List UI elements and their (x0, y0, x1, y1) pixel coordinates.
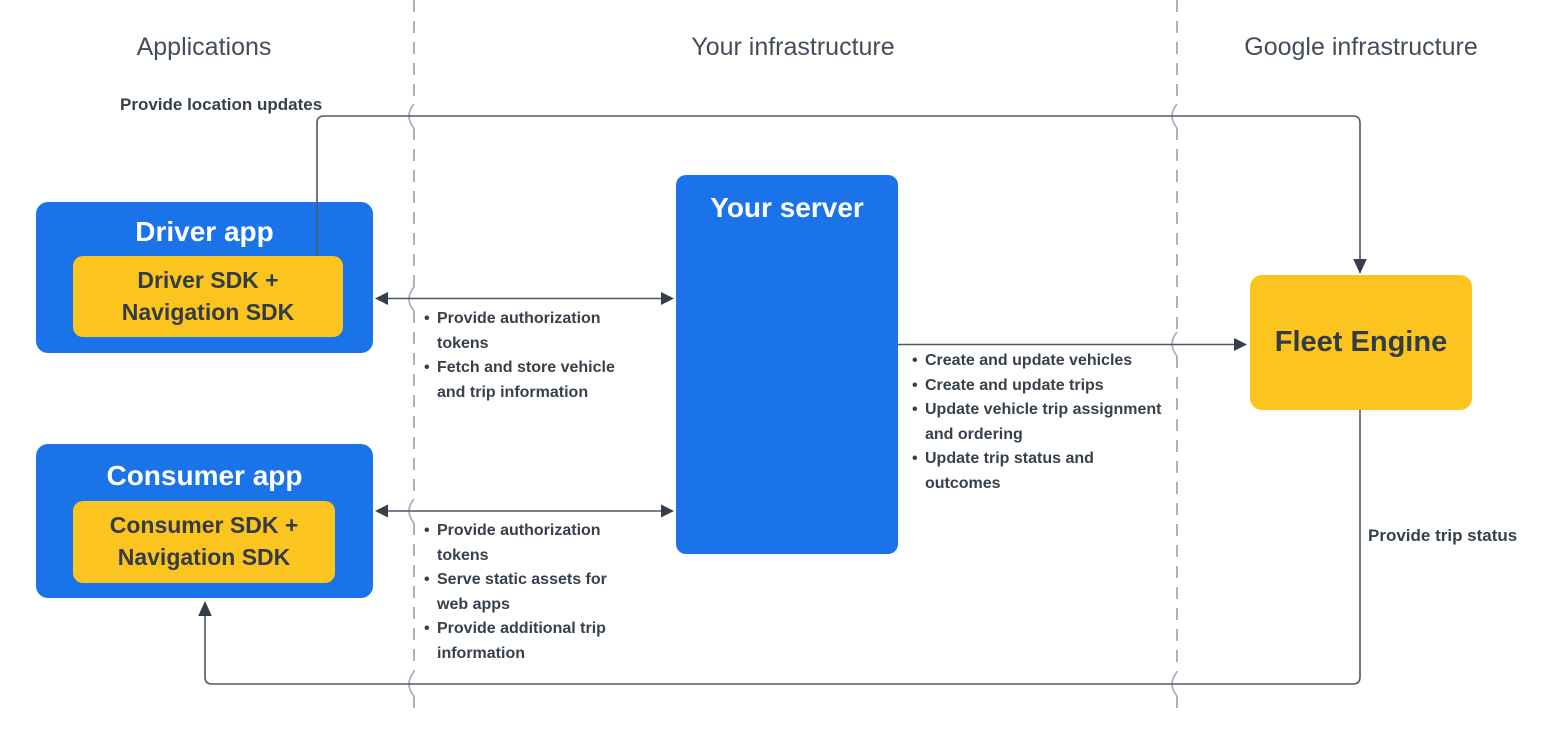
driver-sdk-box: Driver SDK + Navigation SDK (73, 256, 343, 337)
connector-consumer-server (375, 504, 674, 518)
driver-app-title: Driver app (135, 216, 274, 247)
fleet-engine-title: Fleet Engine (1274, 326, 1448, 358)
column-header-google-infrastructure: Google infrastructure (1244, 33, 1478, 61)
driver-sdk-label: Driver SDK + Navigation SDK (121, 266, 295, 325)
dashed-divider-1 (408, 0, 415, 716)
bullet-item: Create and update trips (912, 374, 1167, 399)
bullet-item: Fetch and store vehicle and trip informa… (424, 356, 630, 405)
consumer-app-node: Consumer app Consumer SDK + Navigation S… (36, 444, 373, 598)
dashed-divider-2 (1171, 0, 1178, 716)
driver-app-node: Driver app Driver SDK + Navigation SDK (36, 202, 373, 353)
bullet-item: Provide additional trip information (424, 617, 608, 666)
consumer-sdk-box: Consumer SDK + Navigation SDK (73, 501, 335, 583)
arrowhead-up-icon (198, 601, 212, 616)
your-server-title: Your server (710, 192, 864, 223)
column-header-applications: Applications (136, 33, 272, 61)
arrowhead-left-icon (375, 504, 388, 518)
bullet-item: Provide authorization tokens (424, 519, 608, 568)
bullet-item: Serve static assets for web apps (424, 568, 608, 617)
your-server-node: Your server (676, 175, 898, 554)
driver-server-bullet-list: Provide authorization tokens Fetch and s… (424, 307, 630, 405)
bullet-item: Update trip status and outcomes (912, 447, 1167, 496)
bullet-item: Update vehicle trip assignment and order… (912, 398, 1167, 447)
arrowhead-right-icon (661, 292, 674, 305)
arrowhead-down-icon (1353, 259, 1367, 274)
fleet-engine-node: Fleet Engine (1250, 275, 1472, 410)
server-fleet-bullet-list: Create and update vehicles Create and up… (912, 349, 1167, 496)
arrowhead-right-icon (661, 504, 674, 518)
consumer-server-bullet-list: Provide authorization tokens Serve stati… (424, 519, 608, 666)
column-header-your-infrastructure: Your infrastructure (691, 33, 895, 61)
arrowhead-right-icon (1234, 338, 1247, 351)
arrowhead-left-icon (375, 292, 388, 305)
bullet-item: Provide authorization tokens (424, 307, 630, 356)
connector-driver-server (375, 292, 674, 305)
consumer-sdk-label: Consumer SDK + Navigation SDK (109, 512, 299, 570)
provide-location-updates-label: Provide location updates (120, 95, 323, 114)
consumer-app-title: Consumer app (106, 460, 303, 491)
provide-trip-status-label: Provide trip status (1368, 526, 1518, 545)
bullet-item: Create and update vehicles (912, 349, 1167, 374)
